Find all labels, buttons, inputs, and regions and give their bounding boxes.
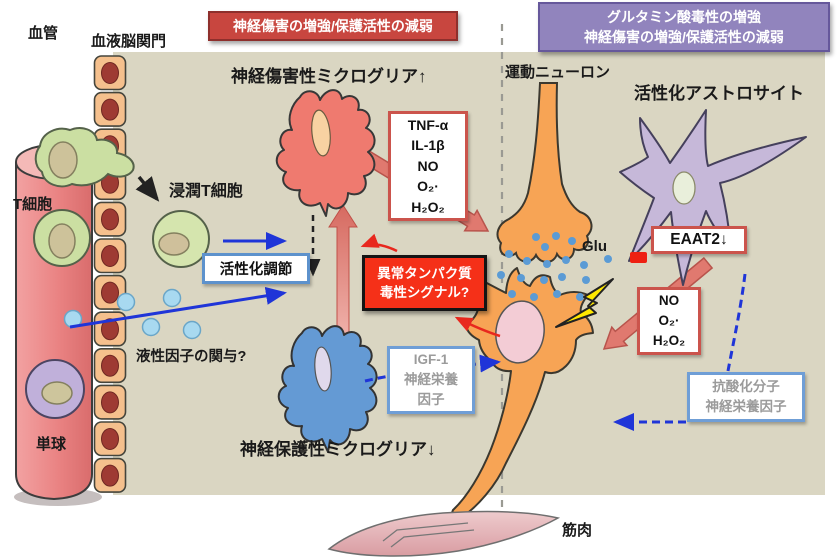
glutamate-banner-line2: 神経傷害の増強/保護活性の減弱 <box>584 29 784 45</box>
infiltrating-t-cell-label: 浸潤T細胞 <box>169 183 243 200</box>
toxic-signal-to-microglia-arrow <box>360 233 398 253</box>
cytokine-h2o2: H₂O₂ <box>411 198 445 215</box>
igf1-line2: 神経栄養 <box>404 372 458 387</box>
humoral-factor-particles <box>63 288 202 340</box>
igf1-line3: 因子 <box>417 392 445 407</box>
bbb-cell-nucleus <box>101 208 119 231</box>
activated-astrocyte-cell <box>619 109 807 286</box>
astrocyte-label: 活性化アストロサイト <box>634 84 804 103</box>
glutamate-banner-line1: グルタミン酸毒性の増強 <box>607 9 761 25</box>
bbb-cell-nucleus <box>101 98 119 121</box>
monocyte-label: 単球 <box>36 436 67 453</box>
activation-regulation-box: 活性化調節 <box>202 253 310 284</box>
bbb-cell-nucleus <box>101 391 119 414</box>
infiltrating-t-cell <box>152 210 210 268</box>
toxic-signal-line2: 毒性シグナル? <box>379 285 470 300</box>
muscle-fiber <box>327 510 561 557</box>
lightning-bolt-icon <box>555 278 614 328</box>
bbb-cell-nucleus <box>101 318 119 341</box>
antioxidant-box: 抗酸化分子 神経栄養因子 <box>687 372 805 422</box>
neuroprotective-microglia-cell <box>277 325 378 453</box>
glutamate-label: Glu <box>582 238 607 255</box>
igf1-box: IGF-1 神経栄養 因子 <box>387 346 475 414</box>
ros-no: NO <box>658 293 680 308</box>
muscle-label: 筋肉 <box>562 522 593 539</box>
motor-neuron-label: 運動ニューロン <box>505 64 611 81</box>
bbb-cell-nucleus <box>101 281 119 304</box>
vessel-label: 血管 <box>28 25 59 42</box>
t-cell-label: T細胞 <box>13 196 53 213</box>
infiltration-arrow <box>135 175 160 202</box>
cytokine-no: NO <box>417 157 439 174</box>
ros-superoxide: O₂· <box>658 313 680 328</box>
antioxidant-line2: 神経栄養因子 <box>705 399 787 414</box>
cytokine-tnf: TNF-α <box>407 116 449 133</box>
bbb-cell-nucleus <box>101 464 119 487</box>
protective-microglia-label: 神経保護性ミクログリア↓ <box>240 440 436 459</box>
motor-neuron-nucleus <box>495 300 545 364</box>
glutamate-banner: グルタミン酸毒性の増強 神経傷害の増強/保護活性の減弱 <box>538 2 830 52</box>
cytokine-box: TNF-α IL-1β NO O₂· H₂O₂ <box>388 111 468 221</box>
neurotoxic-microglia-cell <box>275 89 376 217</box>
cytokine-superoxide: O₂· <box>417 178 439 195</box>
monocyte-cell <box>25 359 85 419</box>
bbb-cell-nucleus <box>101 354 119 377</box>
toxic-signal-line1: 異常タンパク質 <box>377 266 472 281</box>
glutamate-particles <box>497 232 612 301</box>
ros-h2o2: H₂O₂ <box>652 333 686 348</box>
t-cell-crossing <box>34 127 135 188</box>
eaat2-box: EAAT2↓ <box>651 226 747 254</box>
toxic-microglia-nucleus <box>311 109 331 157</box>
astrocyte-nucleus <box>672 171 696 205</box>
humoral-factor-arrow <box>69 286 287 329</box>
cytokine-il1b: IL-1β <box>411 137 445 154</box>
igf1-line1: IGF-1 <box>413 352 449 367</box>
bbb-cell-nucleus <box>101 62 119 84</box>
toxic-microglia-label: 神経傷害性ミクログリア↑ <box>231 67 427 86</box>
injury-banner: 神経傷害の増強/保護活性の減弱 <box>208 11 458 41</box>
neuron-to-toxic-signal-arrow <box>454 316 501 338</box>
bbb-cell-nucleus <box>101 245 119 267</box>
protective-microglia-nucleus <box>314 346 332 392</box>
ros-box: NO O₂· H₂O₂ <box>637 287 701 355</box>
t-cell-in-vessel <box>33 209 91 267</box>
igf1-support-arrow <box>364 354 501 383</box>
toxic-signal-box: 異常タンパク質 毒性シグナル? <box>362 255 487 311</box>
bbb-label: 血液脳関門 <box>91 33 167 50</box>
eaat2-transporter-marker <box>630 252 647 263</box>
bbb-cell-nucleus <box>101 428 119 450</box>
humoral-factor-label: 液性因子の関与? <box>136 349 247 365</box>
antioxidant-line1: 抗酸化分子 <box>712 379 780 394</box>
